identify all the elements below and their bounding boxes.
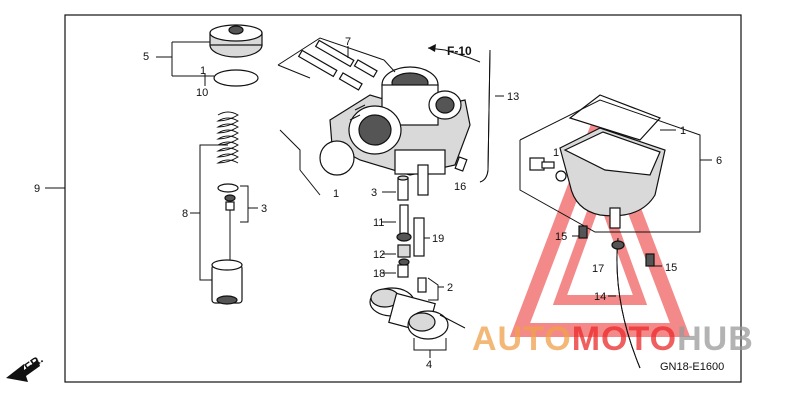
callout-5: 5 — [143, 51, 149, 63]
watermark-text: AUTOMOTOHUB — [472, 320, 754, 358]
callout-1-cap: 1 — [200, 65, 206, 77]
callout-19: 19 — [432, 233, 444, 245]
callout-labels: 5 1 10 9 8 3 7 1 3 11 19 12 18 2 4 F-10 … — [34, 36, 724, 373]
callout-12: 12 — [373, 249, 385, 261]
callout-9: 9 — [34, 183, 40, 195]
callout-7: 7 — [345, 36, 351, 48]
watermark-auto: AUTO — [472, 320, 572, 358]
callout-1-oring: 1 — [333, 188, 339, 200]
watermark-hub: HUB — [677, 320, 754, 358]
callout-3-center: 3 — [371, 187, 377, 199]
callout-13: 13 — [507, 91, 519, 103]
top-cap-part — [209, 24, 263, 58]
diagram-frame — [64, 14, 742, 383]
cap-oring-part — [213, 69, 259, 87]
callout-8: 8 — [182, 208, 188, 220]
carburetor-body-part — [329, 66, 471, 196]
throttle-slide-part — [211, 259, 243, 305]
callout-15-left: 15 — [555, 231, 567, 243]
drawing-number: GN18-E1600 — [660, 361, 724, 373]
jet-parts — [396, 175, 425, 278]
callout-1-drain: 1 — [553, 147, 559, 159]
vent-tube-part — [479, 49, 491, 183]
callout-18: 18 — [373, 268, 385, 280]
section-code: F-10 — [447, 44, 472, 58]
body-oring-part — [319, 140, 355, 176]
throttle-spring-part — [216, 111, 239, 164]
callout-11: 11 — [373, 217, 384, 229]
callout-15-right: 15 — [665, 262, 677, 274]
callout-4: 4 — [426, 359, 432, 371]
float-chamber-part — [559, 127, 666, 229]
drain-tube-part — [616, 237, 641, 369]
float-chamber-gasket-part — [568, 94, 662, 141]
watermark-moto: MOTO — [572, 320, 677, 358]
front-direction-arrow: FR. — [6, 352, 46, 382]
callout-2: 2 — [447, 282, 453, 294]
callout-1-gasket: 1 — [680, 125, 686, 137]
screw-set-part — [297, 39, 378, 91]
svg-text:AUTOMOTOHUB: AUTOMOTOHUB — [472, 320, 754, 358]
float-part — [369, 277, 466, 340]
callout-14: 14 — [594, 291, 606, 303]
callout-6: 6 — [716, 155, 722, 167]
callout-17: 17 — [592, 263, 604, 275]
callout-10: 10 — [196, 87, 208, 99]
callout-16: 16 — [454, 181, 466, 193]
callout-3-left: 3 — [261, 203, 267, 215]
